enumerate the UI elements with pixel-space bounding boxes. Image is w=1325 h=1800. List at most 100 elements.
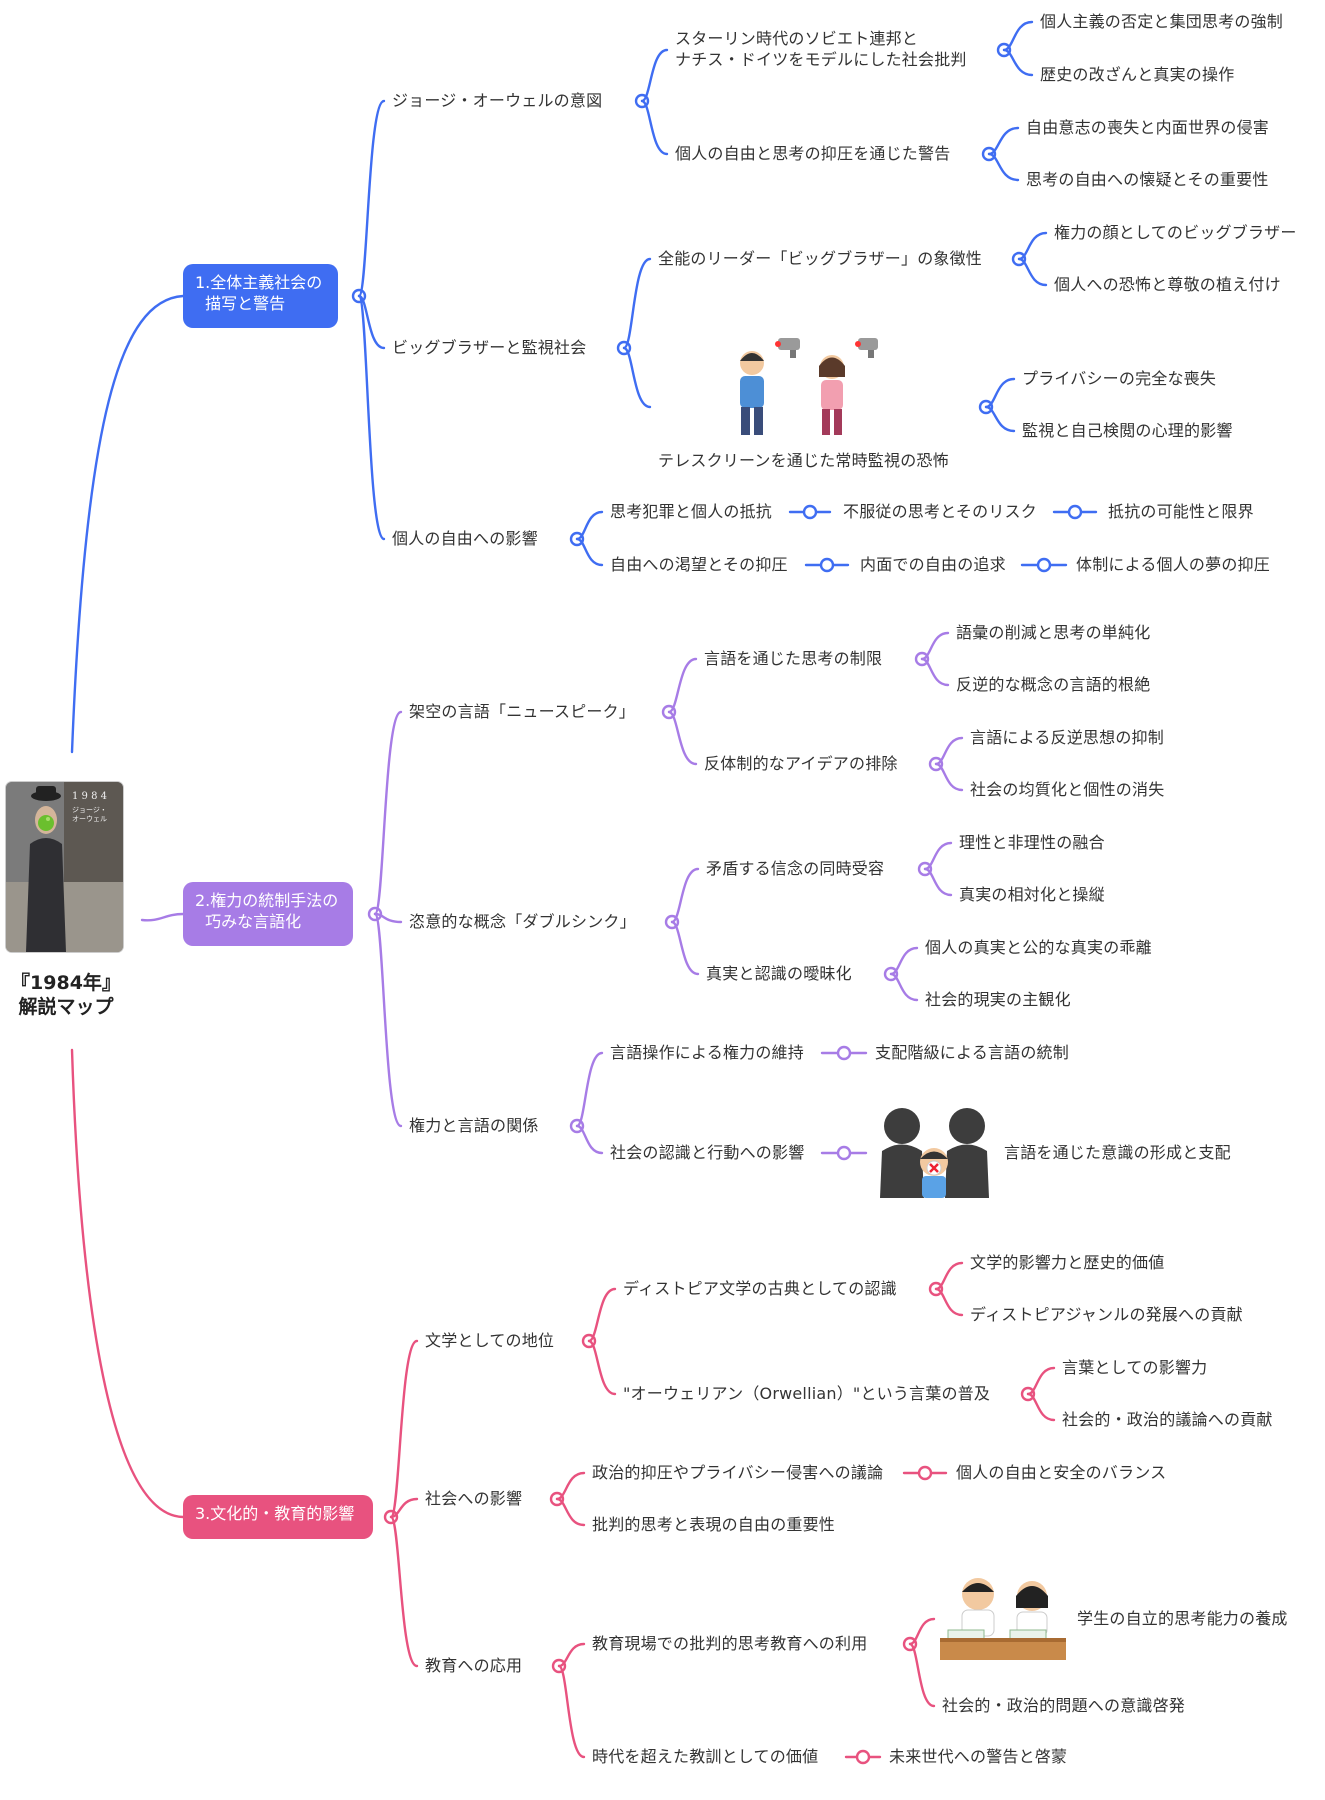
connector-line (908, 1617, 936, 1646)
connector-dot (1020, 1386, 1036, 1402)
connector-line (140, 912, 185, 922)
subtopic-big-brother-symbol[interactable]: 全能のリーダー「ビッグブラザー」の象徴性 (658, 249, 983, 268)
topic-newspeak[interactable]: 架空の言語「ニュースピーク」 (409, 702, 636, 721)
chain-node[interactable]: 言語を通じた意識の形成と支配 (1004, 1143, 1231, 1162)
topic-orwell-intent[interactable]: ジョージ・オーウェルの意図 (392, 91, 603, 110)
connector-line (575, 510, 604, 541)
students-illustration (940, 1572, 1066, 1660)
leaf[interactable]: 自由意志の喪失と内面世界の侵害 (1026, 118, 1270, 137)
topic-big-brother[interactable]: ビッグブラザーと監視社会 (392, 338, 587, 357)
subtopic-telescreen[interactable]: テレスクリーンを通じた常時監視の恐怖 (658, 451, 949, 470)
chain-node[interactable]: 批判的思考と表現の自由の重要性 (592, 1515, 836, 1534)
leaf[interactable]: 反逆的な概念の言語的根絶 (956, 675, 1151, 694)
branch-1-node[interactable]: 1.全体主義社会の 描写と警告 (183, 264, 338, 328)
branch-3-node[interactable]: 3.文化的・教育的影響 (183, 1495, 373, 1539)
chain-node[interactable]: 言語操作による権力の維持 (610, 1043, 804, 1062)
chain-node[interactable]: 自由への渇望とその抑圧 (610, 555, 788, 574)
connector-dot (569, 1118, 585, 1134)
connector-line (920, 631, 950, 661)
leaf[interactable]: 思考の自由への懐疑とその重要性 (1026, 170, 1269, 189)
connector-line (934, 1261, 964, 1291)
leaf[interactable]: 個人の真実と公的な真実の乖離 (925, 938, 1152, 957)
connector-dot (664, 914, 680, 930)
connector-dot (383, 1509, 399, 1525)
book-cover-author: ジョージ・ オーウェル (72, 806, 107, 823)
leaf[interactable]: 理性と非理性の融合 (959, 833, 1105, 852)
connector-line (920, 657, 950, 687)
leaf[interactable]: 言語による反逆思想の抑制 (970, 728, 1164, 747)
connector-line (373, 912, 403, 924)
leaf[interactable]: 真実の相対化と操縦 (959, 885, 1105, 904)
connector-line (984, 405, 1016, 433)
leaf[interactable]: 歴史の改ざんと真実の操作 (1040, 65, 1235, 84)
connector-line (667, 657, 698, 714)
leaf[interactable]: 個人主義の否定と集団思考の強制 (1040, 12, 1284, 31)
subtopic[interactable]: 教育現場での批判的思考教育への利用 (592, 1634, 868, 1653)
connector-line (70, 1048, 185, 1519)
subtopic[interactable]: ディストピア文学の古典としての認識 (623, 1279, 897, 1298)
connector-dot (928, 1281, 944, 1297)
topic-social-impact[interactable]: 社会への影響 (425, 1489, 523, 1508)
connector-dot (634, 93, 650, 109)
connector-line (923, 841, 953, 871)
connector-line (557, 1664, 586, 1759)
connector-line (622, 346, 652, 409)
connector-line (1017, 257, 1048, 287)
root-title[interactable]: 『1984年』 解説マップ (11, 972, 121, 1018)
chain-node[interactable]: 体制による個人の夢の抑圧 (1076, 555, 1270, 574)
subtopic[interactable]: 真実と認識の曖昧化 (706, 964, 852, 983)
leaf[interactable]: 社会的現実の主観化 (925, 990, 1071, 1009)
connector-line (889, 972, 919, 1002)
chain-node[interactable]: 内面での自由の追求 (860, 555, 1006, 574)
subtopic[interactable]: 矛盾する信念の同時受容 (706, 859, 885, 878)
chain-node[interactable]: 時代を超えた教訓としての価値 (592, 1747, 819, 1766)
chain-node[interactable]: 思考犯罪と個人の抵抗 (610, 502, 773, 521)
connector-dot (928, 756, 944, 772)
connector-dot (978, 399, 994, 415)
leaf[interactable]: 学生の自立的思考能力の養成 (1077, 1609, 1288, 1628)
subtopic[interactable]: "オーウェリアン（Orwellian）"という言葉の普及 (623, 1384, 991, 1403)
topic-education[interactable]: 教育への応用 (425, 1656, 523, 1675)
subtopic[interactable]: 言語を通じた思考の制限 (704, 649, 883, 668)
chain-node[interactable]: 政治的抑圧やプライバシー侵害への議論 (592, 1463, 884, 1482)
leaf[interactable]: 文学的影響力と歴史的価値 (970, 1253, 1165, 1272)
chain-node[interactable]: 未来世代への警告と啓蒙 (889, 1747, 1068, 1766)
leaf[interactable]: 語彙の削減と思考の単純化 (956, 623, 1151, 642)
book-cover-illustration (6, 782, 123, 952)
branch-2-node[interactable]: 2.権力の統制手法の 巧みな言語化 (183, 882, 353, 946)
connector-dot (917, 1465, 933, 1481)
chain-node[interactable]: 支配階級による言語の統制 (875, 1043, 1069, 1062)
connector-line (389, 1339, 419, 1519)
leaf[interactable]: プライバシーの完全な喪失 (1022, 369, 1217, 388)
chain-node[interactable]: 個人の自由と安全のバランス (956, 1463, 1167, 1482)
connector-line (357, 294, 386, 541)
leaf[interactable]: 個人への恐怖と尊敬の植え付け (1054, 275, 1281, 294)
chain-node[interactable]: 不服従の思考とそのリスク (843, 502, 1037, 521)
connector-line (934, 762, 964, 792)
connector-dot (917, 861, 933, 877)
connector-line (70, 294, 185, 754)
topic-literary-status[interactable]: 文学としての地位 (425, 1331, 555, 1350)
leaf[interactable]: 社会の均質化と個性の消失 (970, 780, 1165, 799)
subtopic-warning[interactable]: 個人の自由と思考の抑圧を通じた警告 (675, 144, 951, 163)
chain-node[interactable]: 社会の認識と行動への影響 (610, 1143, 805, 1162)
connector-line (357, 294, 386, 350)
topic-doublethink[interactable]: 恣意的な概念「ダブルシンク」 (409, 912, 636, 931)
subtopic-social-critique[interactable]: スターリン時代のソビエト連邦と ナチス・ドイツをモデルにした社会批判 (675, 29, 967, 69)
connector-line (889, 946, 919, 976)
connector-dot (836, 1045, 852, 1061)
subtopic[interactable]: 反体制的なアイデアの排除 (704, 754, 898, 773)
topic-power-language[interactable]: 権力と言語の関係 (409, 1116, 539, 1135)
connector-dot (836, 1145, 852, 1161)
leaf[interactable]: 権力の顔としてのビッグブラザー (1054, 223, 1297, 242)
leaf[interactable]: 社会的・政治的議論への貢献 (1062, 1410, 1273, 1429)
leaf[interactable]: 監視と自己検閲の心理的影響 (1022, 421, 1233, 440)
leaf[interactable]: ディストピアジャンルの発展への貢献 (970, 1305, 1243, 1324)
leaf[interactable]: 社会的・政治的問題への意識啓発 (942, 1696, 1186, 1715)
connector-line (587, 1287, 617, 1343)
connector-line (1026, 1392, 1056, 1422)
chain-node[interactable]: 抵抗の可能性と限界 (1108, 502, 1254, 521)
connector-dot (581, 1333, 597, 1349)
leaf[interactable]: 言葉としての影響力 (1062, 1358, 1208, 1377)
topic-freedom-impact[interactable]: 個人の自由への影響 (392, 529, 538, 548)
